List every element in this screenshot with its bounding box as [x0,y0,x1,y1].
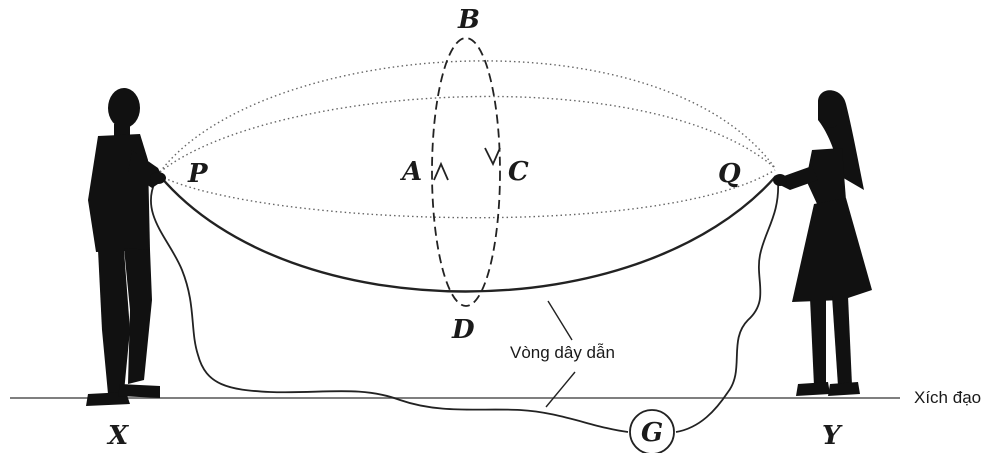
wire-lead-right [675,179,780,433]
label-a: A [399,157,422,187]
equator-label: Xích đạo [914,388,981,407]
person-y-silhouette [773,90,872,396]
label-b: B [457,5,480,35]
dotted-arc-upper [159,95,776,173]
wire-label-leader-top [547,300,573,341]
wire-label: Vòng dây dẫn [510,343,615,362]
wire-rope-solid [159,175,777,293]
galvanometer-circle [629,409,675,453]
label-c: C [508,157,529,187]
wire-lead-left [150,181,629,433]
arrow-down-icon [484,147,501,167]
label-g: G [641,418,663,448]
dotted-rope-arcs [159,60,776,219]
person-x-silhouette [86,88,166,406]
label-q: Q [718,159,741,189]
rotation-path-ellipse [431,37,501,307]
arrow-up-icon [433,161,449,181]
wire-label-leader-bottom [545,371,576,408]
dotted-arc-top [159,60,776,173]
dotted-arc-lower [159,169,776,219]
label-d: D [451,315,475,345]
label-x: X [106,421,130,451]
label-p: P [187,159,209,189]
label-y: Y [822,421,843,451]
